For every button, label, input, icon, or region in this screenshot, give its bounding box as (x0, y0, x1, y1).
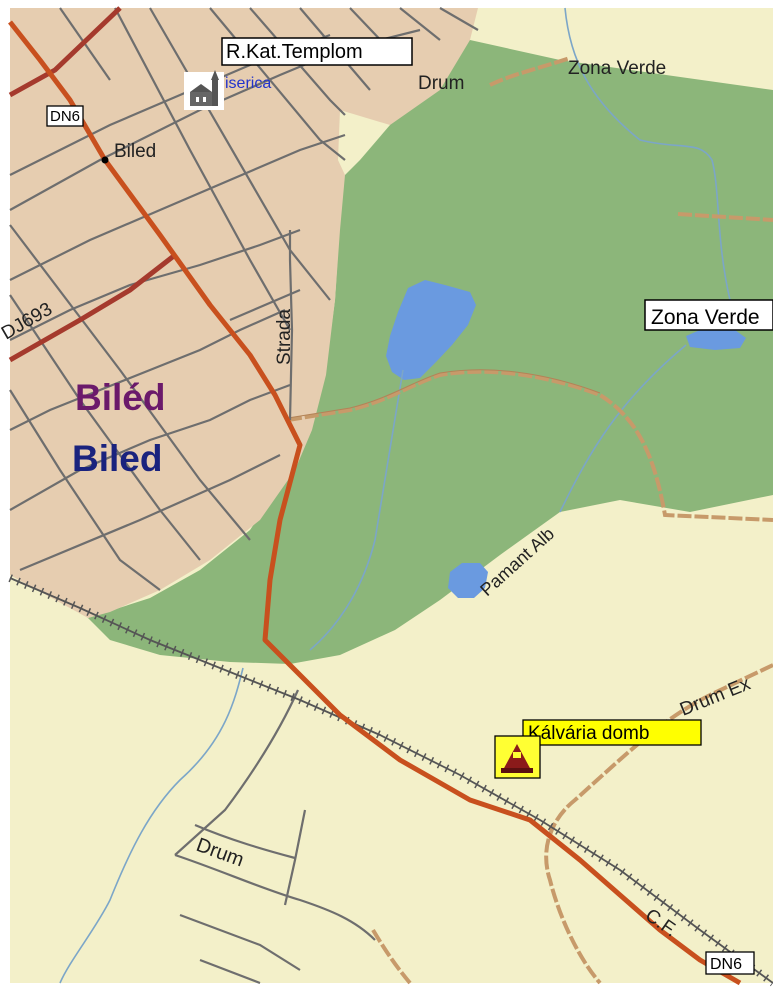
road-shield-dn6-top[interactable]: DN6 (46, 105, 84, 127)
church-type-label: iserica (225, 75, 271, 92)
church-label[interactable]: R.Kat.Templom (221, 37, 413, 66)
town-name-hungarian: Biléd (75, 377, 165, 418)
zona-verde-right-label-box[interactable]: Zona Verde (644, 299, 773, 331)
lake-south (448, 563, 488, 598)
town-point-marker (101, 156, 109, 164)
monument-label-box[interactable]: Kálvária domb (522, 719, 702, 746)
monument-icon[interactable] (494, 735, 541, 779)
road-shield-dn6-bottom[interactable]: DN6 (705, 951, 755, 975)
open-land-strip (338, 110, 390, 175)
lake-north (386, 280, 476, 380)
road-shield-dn6-top-label: DN6 (50, 108, 80, 125)
zona-verde-top-label: Zona Verde (568, 58, 666, 79)
main-road-dn6 (8, 20, 742, 986)
railway (8, 574, 773, 987)
road-shield-dn6-bottom-label: DN6 (710, 956, 742, 973)
town-streets (9, 7, 479, 591)
creeks (59, 7, 746, 984)
drum-top-label: Drum (418, 73, 464, 94)
monument-label: Kálvária domb (528, 723, 649, 744)
secondary-roads (8, 6, 177, 363)
lake-east (686, 330, 746, 350)
church-icon[interactable] (184, 70, 224, 110)
tracks-outline (287, 369, 601, 419)
village-label: Biled (114, 141, 156, 162)
town-name-romanian: Biled (72, 438, 162, 479)
zona-verde-right-label: Zona Verde (651, 306, 760, 329)
street-strada-label: Strada (274, 309, 295, 365)
south-streets (174, 689, 376, 985)
church-name-label: R.Kat.Templom (226, 41, 363, 63)
